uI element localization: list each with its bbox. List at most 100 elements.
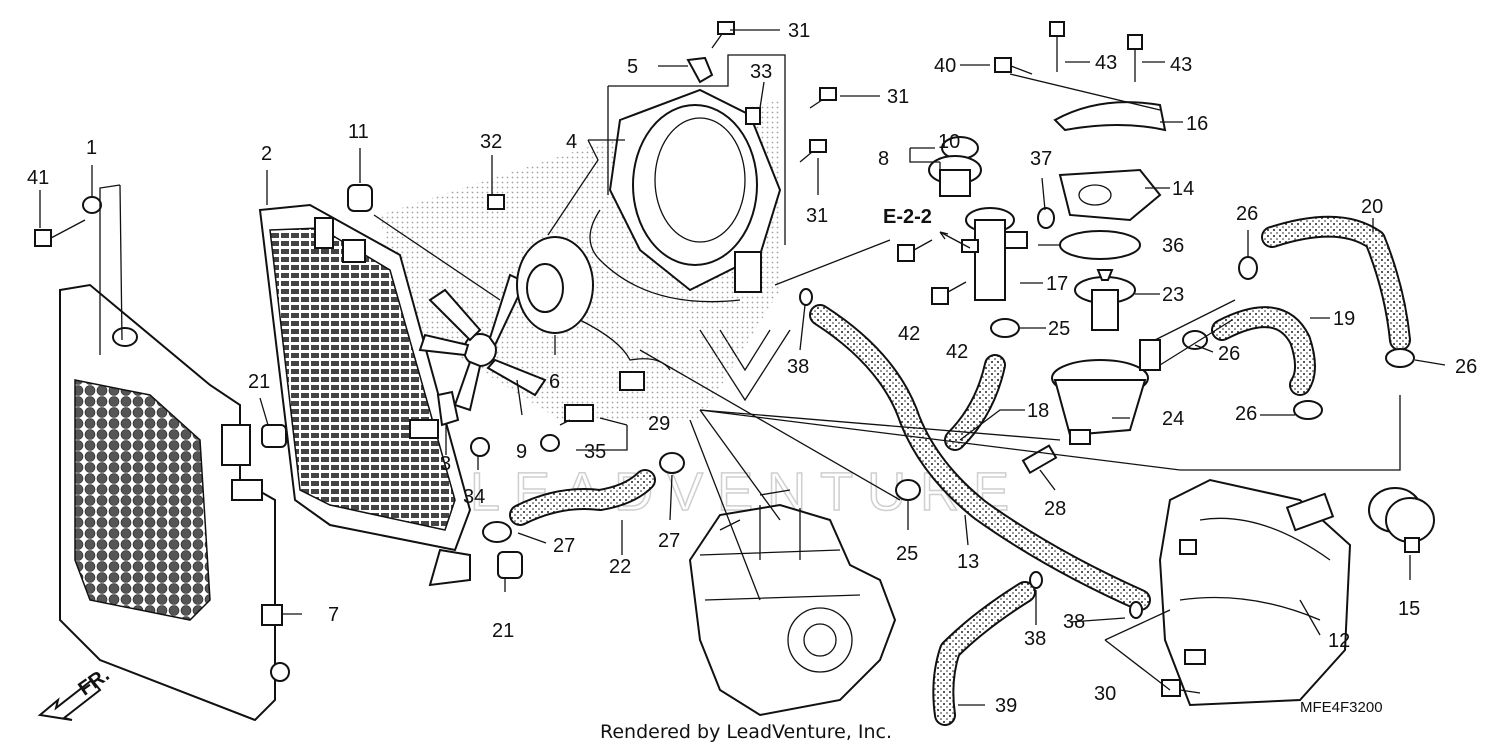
callout-17: 17 [1046, 273, 1068, 295]
hose-39 [932, 581, 1036, 726]
callout-31-low: 31 [806, 205, 828, 227]
clamp-38-mid [1029, 571, 1043, 589]
callout-26-d: 26 [1235, 403, 1257, 425]
filler-cap [928, 155, 982, 197]
callout-24: 24 [1162, 408, 1184, 430]
callout-38-top: 38 [787, 356, 809, 378]
tank-cap [1368, 487, 1435, 553]
callout-38-low: 38 [1063, 611, 1085, 633]
hose-20 [1261, 215, 1411, 351]
radiator-grille [59, 283, 290, 722]
callout-14: 14 [1172, 178, 1194, 200]
grommet-21-upper [261, 424, 287, 448]
washer-1 [82, 196, 102, 214]
callout-27-right: 27 [658, 530, 680, 552]
bolt-32 [487, 194, 505, 210]
nut-34 [470, 437, 490, 457]
bolt-30 [1161, 679, 1181, 697]
thermo-switch [559, 404, 594, 426]
o-ring-36 [1059, 230, 1141, 260]
leader-lines [39, 29, 1446, 706]
callout-5: 5 [627, 56, 638, 78]
clamp-26-c [1385, 348, 1415, 368]
callout-2: 2 [261, 143, 272, 165]
callout-1: 1 [86, 137, 97, 159]
callout-3: 3 [440, 453, 451, 475]
bolt-42-right [931, 281, 967, 305]
callout-26-b: 26 [1218, 343, 1240, 365]
collar-3 [436, 390, 460, 427]
callout-27-left: 27 [553, 535, 575, 557]
o-ring-35 [540, 434, 560, 452]
callout-25-upper: 25 [1048, 318, 1070, 340]
clamp-25-lower [895, 479, 921, 501]
callout-11: 11 [348, 121, 369, 143]
bracket-16 [1053, 101, 1167, 132]
callout-9: 9 [516, 441, 527, 463]
callout-42-left: 42 [898, 323, 920, 345]
clamp-38-top [799, 288, 813, 306]
radiator [258, 203, 472, 587]
callout-29: 29 [648, 413, 670, 435]
bolt-43-left [1049, 21, 1065, 72]
callout-31-mid: 31 [887, 86, 909, 108]
callout-23: 23 [1162, 284, 1184, 306]
clip-5 [686, 56, 714, 84]
callout-33: 33 [750, 61, 772, 83]
callout-6: 6 [549, 371, 560, 393]
reserve-tank [1158, 478, 1352, 707]
rubber-mount-11 [347, 184, 373, 212]
section-reference: E-2-2 [883, 206, 932, 228]
thermostat-cover [1058, 168, 1162, 222]
callout-39: 39 [995, 695, 1017, 717]
callout-18: 18 [1027, 400, 1049, 422]
callout-21-upper: 21 [248, 371, 270, 393]
clamp-26-a [1238, 256, 1258, 280]
footer-credit: Rendered by LeadVenture, Inc. [600, 721, 892, 743]
temp-sensor [1021, 444, 1058, 475]
callout-10: 10 [938, 131, 960, 153]
callout-40: 40 [934, 55, 956, 77]
thermostat [1074, 269, 1136, 331]
hose-18 [944, 354, 1006, 451]
section-reference-arrow [939, 231, 971, 249]
front-arrow: FR. [37, 664, 114, 721]
fan-blade [418, 273, 547, 412]
thermostat-housing [1051, 339, 1161, 445]
clamp-26-b [1182, 330, 1208, 350]
fan-motor [516, 236, 671, 391]
callout-4: 4 [566, 131, 577, 153]
bolt-31-low [799, 139, 827, 163]
callout-8: 8 [878, 148, 889, 170]
callout-19: 19 [1333, 308, 1355, 330]
diagram-code: MFE4F3200 [1300, 699, 1383, 716]
callout-38-mid: 38 [1024, 628, 1046, 650]
clamp-27-right [659, 452, 685, 474]
nut-33 [745, 107, 761, 125]
clamp-26-d [1293, 400, 1323, 420]
callout-31-top: 31 [788, 20, 810, 42]
bolt-31-top [711, 21, 735, 49]
fan-shroud [589, 88, 782, 303]
callout-16: 16 [1186, 113, 1208, 135]
callouts: 1 2 3 4 5 6 7 8 9 10 11 12 13 14 15 16 1… [27, 20, 1477, 717]
bolt-40 [994, 57, 1033, 75]
callout-20: 20 [1361, 196, 1383, 218]
callout-15: 15 [1398, 598, 1420, 620]
callout-37: 37 [1030, 148, 1052, 170]
callout-43-left: 43 [1095, 52, 1117, 74]
callout-26-a: 26 [1236, 203, 1258, 225]
bolt-41 [34, 219, 86, 247]
callout-36: 36 [1162, 235, 1184, 257]
hose-22 [509, 469, 656, 526]
callout-43-right: 43 [1170, 54, 1192, 76]
callout-41: 41 [27, 167, 49, 189]
callout-12: 12 [1328, 630, 1350, 652]
callout-7: 7 [328, 604, 339, 626]
callout-22: 22 [609, 556, 631, 578]
callout-35: 35 [584, 441, 606, 463]
filler-neck [961, 207, 1028, 301]
gasket-37 [1037, 207, 1055, 229]
hose-13 [809, 304, 1151, 611]
